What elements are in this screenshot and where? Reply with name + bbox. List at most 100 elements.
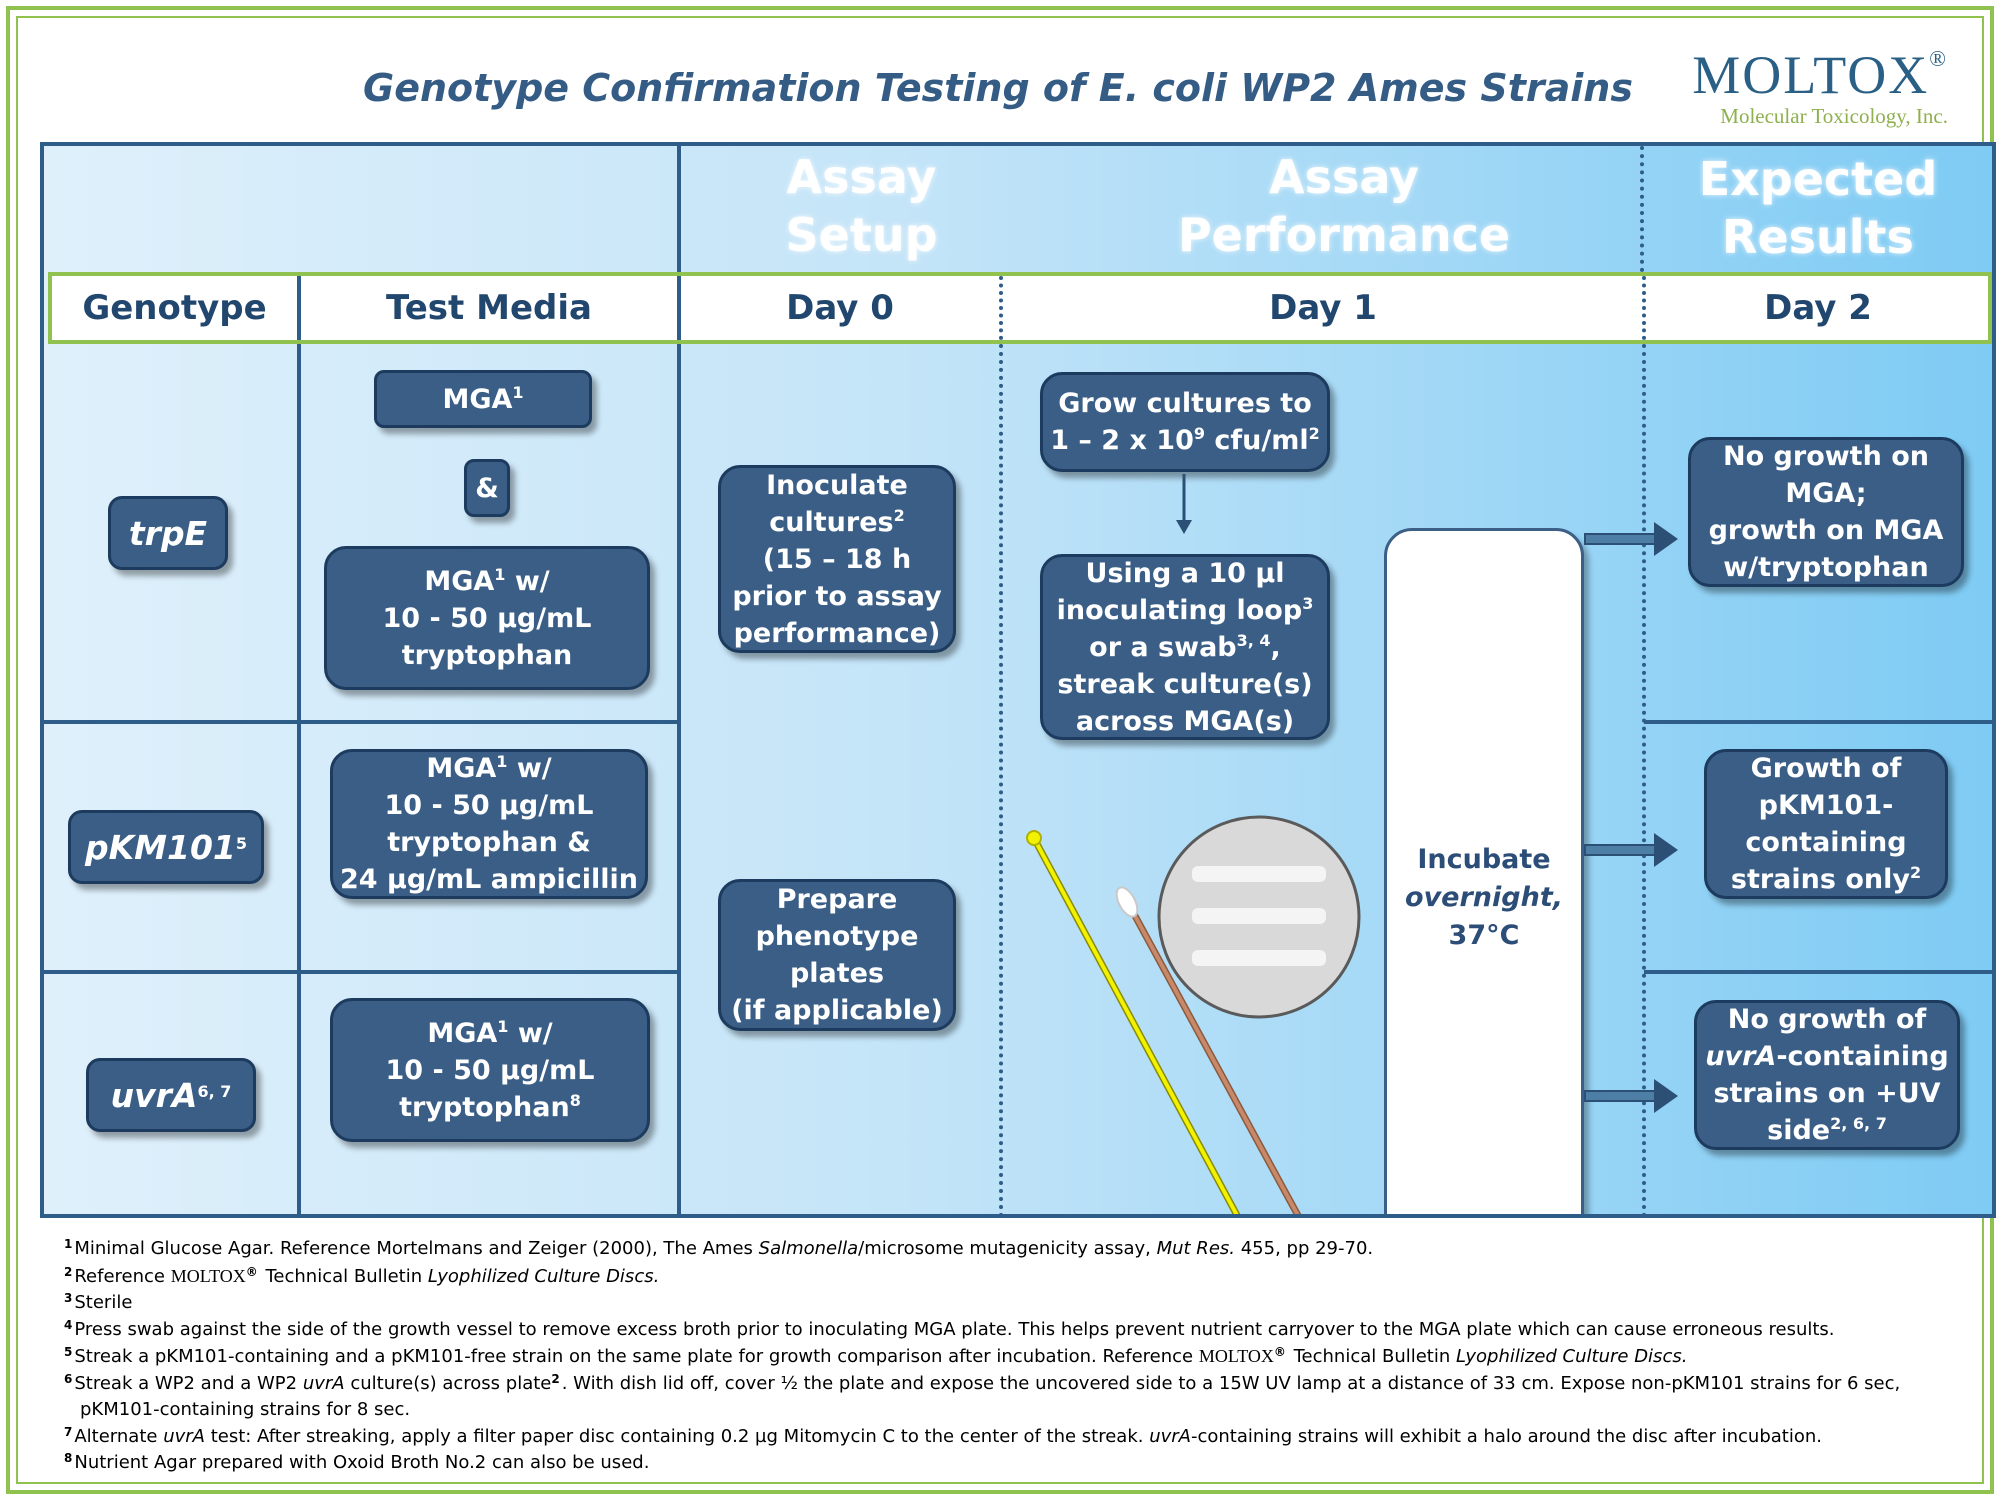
inoculate-line2: cultures2 xyxy=(769,504,904,541)
genotype-pKM101-text: pKM101 xyxy=(84,827,236,867)
genotype-uvrA: uvrA6, 7 xyxy=(86,1058,256,1132)
workflow-table: Assay Setup Assay Performance Expected R… xyxy=(40,142,1996,1218)
inoculating-loop-icon xyxy=(1026,830,1241,1214)
footnote-2-text2: Technical Bulletin xyxy=(259,1265,428,1287)
media-range-line: 10 - 50 µg/mL xyxy=(382,602,592,634)
result-uvrA-line2: uvrA-containing xyxy=(1705,1038,1948,1075)
col-day2: Day 2 xyxy=(1764,288,1872,328)
col-genotype: Genotype xyxy=(82,288,267,328)
col-sep-2 xyxy=(677,276,681,340)
col-day1: Day 1 xyxy=(1269,288,1377,328)
media-uvr-mga-line: MGA1 w/ xyxy=(427,1015,552,1052)
footnote-2-italic: Lyophilized Culture Discs. xyxy=(427,1265,660,1287)
result-uvrA-line1: No growth of xyxy=(1727,1004,1927,1035)
logo-tagline: Molecular Toxicology, Inc. xyxy=(1720,104,1948,128)
result-trpE-line1: No growth on xyxy=(1723,441,1929,472)
footnote-7-text: Alternate xyxy=(74,1425,164,1447)
arrow-head xyxy=(1654,522,1678,556)
media-mga-tryptophan-uvrA-box: MGA1 w/ 10 - 50 µg/mL tryptophan8 xyxy=(330,998,650,1142)
streak-line1: Using a 10 µl xyxy=(1085,557,1285,589)
genotype-uvrA-sup: 6, 7 xyxy=(197,1081,232,1101)
result-uvrA-sup: 2, 6, 7 xyxy=(1830,1114,1887,1133)
media-mga-tryptophan-ampicillin-box: MGA1 w/ 10 - 50 µg/mL tryptophan & 24 µg… xyxy=(330,749,648,899)
footnote-1-italic2: Mut Res. xyxy=(1156,1238,1235,1259)
result-uvrA-box: No growth of uvrA-containing strains on … xyxy=(1694,1000,1960,1150)
footnote-5-reg: ® xyxy=(1273,1345,1286,1359)
incubate-temp: 37°C xyxy=(1448,920,1520,951)
inoculate-line5: performance) xyxy=(733,617,941,649)
arrow-down-icon xyxy=(1176,474,1192,534)
media-uvr-mga-text: MGA xyxy=(427,1017,498,1049)
arrow-shaft xyxy=(1584,533,1656,545)
genotype-pKM101-label: pKM1015 xyxy=(85,829,247,866)
result-uvrA-line3: strains on +UV xyxy=(1713,1078,1941,1109)
media-uvr-tryptophan-text: tryptophan xyxy=(399,1091,570,1123)
inoculate-line1: Inoculate xyxy=(766,469,908,501)
prepare-line1: Prepare xyxy=(776,884,898,915)
prepare-line4: (if applicable) xyxy=(731,995,943,1026)
result-pKM101-line4: strains only2 xyxy=(1731,861,1921,898)
header-assay-setup: Assay Setup xyxy=(679,148,1044,264)
col-day0: Day 0 xyxy=(786,288,894,328)
incubate-overnight: overnight, xyxy=(1405,882,1563,913)
divider-day1-day2 xyxy=(1642,344,1646,1214)
genotype-pKM101: pKM1015 xyxy=(68,810,264,884)
row-divider-left-1 xyxy=(44,720,677,724)
footnote-3-text: Sterile xyxy=(74,1292,133,1313)
media-amp-range-line: 10 - 50 µg/mL xyxy=(384,790,594,821)
streak-sup-swab: 3, 4 xyxy=(1236,630,1271,650)
media-mga-w-line: MGA1 w/ xyxy=(424,563,549,600)
media-amp-tryptophan-line: tryptophan & xyxy=(387,827,591,858)
swab-icon xyxy=(1115,886,1302,1214)
media-mga-text: MGA xyxy=(442,383,513,415)
header-expected-results: Expected Results xyxy=(1644,150,1992,266)
inoculate-line4: prior to assay xyxy=(732,580,942,612)
footnote-1-italic1: Salmonella xyxy=(758,1238,859,1259)
media-amp-mga-text: MGA xyxy=(426,753,497,784)
arrow-shaft xyxy=(1584,844,1656,856)
result-trpE-line4: w/tryptophan xyxy=(1723,552,1929,583)
genotype-pKM101-sup: 5 xyxy=(235,833,248,853)
prepare-line2: phenotype xyxy=(755,921,919,952)
media-mga-w-sup: 1 xyxy=(494,564,506,584)
arrow-right-icon xyxy=(1584,1079,1678,1113)
row-divider-left-2 xyxy=(44,970,677,974)
media-and-box: & xyxy=(464,459,510,517)
divider-main xyxy=(677,146,681,1214)
column-header-row: Genotype Test Media Day 0 Day 1 Day 2 xyxy=(48,272,1992,344)
page-title: Genotype Confirmation Testing of E. coli… xyxy=(363,66,1633,110)
footnote-4-text: Press swab against the side of the growt… xyxy=(74,1318,1835,1340)
footnote-7-text2: test: After streaking, apply a filter pa… xyxy=(204,1425,1150,1447)
footnote-5-text2: Technical Bulletin xyxy=(1287,1346,1456,1367)
result-pKM101-line2: pKM101- xyxy=(1758,790,1894,821)
footnote-8-num: 8 xyxy=(64,1451,73,1465)
footnote-7-italic2: uvrA xyxy=(1149,1425,1191,1447)
result-trpE-line2: MGA; xyxy=(1785,478,1867,509)
genotype-uvrA-label: uvrA6, 7 xyxy=(111,1077,232,1114)
arrow-right-icon xyxy=(1584,522,1678,556)
divider-header-perf-results xyxy=(1640,146,1644,272)
footnote-5-brand: MOLTOX xyxy=(1198,1346,1274,1366)
petri-dish-icon xyxy=(1157,815,1361,1019)
media-mga-label: MGA1 xyxy=(442,381,523,418)
footnote-2-brand: MOLTOX xyxy=(170,1265,246,1286)
col-sep-3 xyxy=(999,276,1003,340)
media-w-text: w/ xyxy=(505,565,550,597)
grow-line1: Grow cultures to xyxy=(1058,388,1312,419)
inoculate-line2-text: cultures xyxy=(769,506,894,538)
header-setup-line2: Setup xyxy=(785,208,938,262)
header-setup-line1: Assay xyxy=(786,150,937,204)
streak-line3: or a swab3, 4, xyxy=(1089,629,1281,666)
streak-line5: across MGA(s) xyxy=(1075,705,1295,737)
inner-frame: Genotype Confirmation Testing of E. coli… xyxy=(16,16,1996,1484)
result-trpE-box: No growth on MGA; growth on MGA w/trypto… xyxy=(1688,437,1964,587)
prepare-line3: plates xyxy=(789,958,885,989)
footnote-5-italic: Lyophilized Culture Discs. xyxy=(1456,1346,1688,1367)
grow-unit: cfu/ml xyxy=(1205,425,1309,456)
streak-line2: inoculating loop3 xyxy=(1057,592,1314,629)
